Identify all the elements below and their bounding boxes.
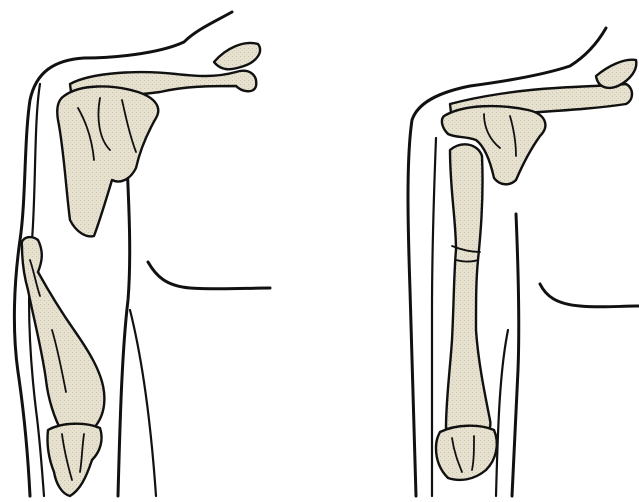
left-shoulder-figure bbox=[14, 12, 270, 496]
right-chest-outline bbox=[512, 214, 519, 496]
right-elbow-joint-bone bbox=[436, 426, 497, 480]
left-scapula-bone bbox=[57, 86, 158, 236]
right-humerus-bone bbox=[446, 144, 490, 436]
left-chest-outline bbox=[118, 140, 130, 496]
left-humerus-bone bbox=[22, 237, 105, 436]
right-pectoral-line bbox=[540, 284, 639, 307]
left-clavicle-end-bone bbox=[214, 43, 260, 69]
left-pectoral-line bbox=[148, 262, 270, 289]
right-clavicle-end-bone bbox=[596, 60, 636, 88]
left-elbow-joint-bone bbox=[47, 424, 101, 496]
left-chest-inner-line bbox=[130, 310, 156, 496]
right-chest-inner-line bbox=[496, 330, 508, 496]
right-shoulder-figure bbox=[408, 28, 639, 496]
